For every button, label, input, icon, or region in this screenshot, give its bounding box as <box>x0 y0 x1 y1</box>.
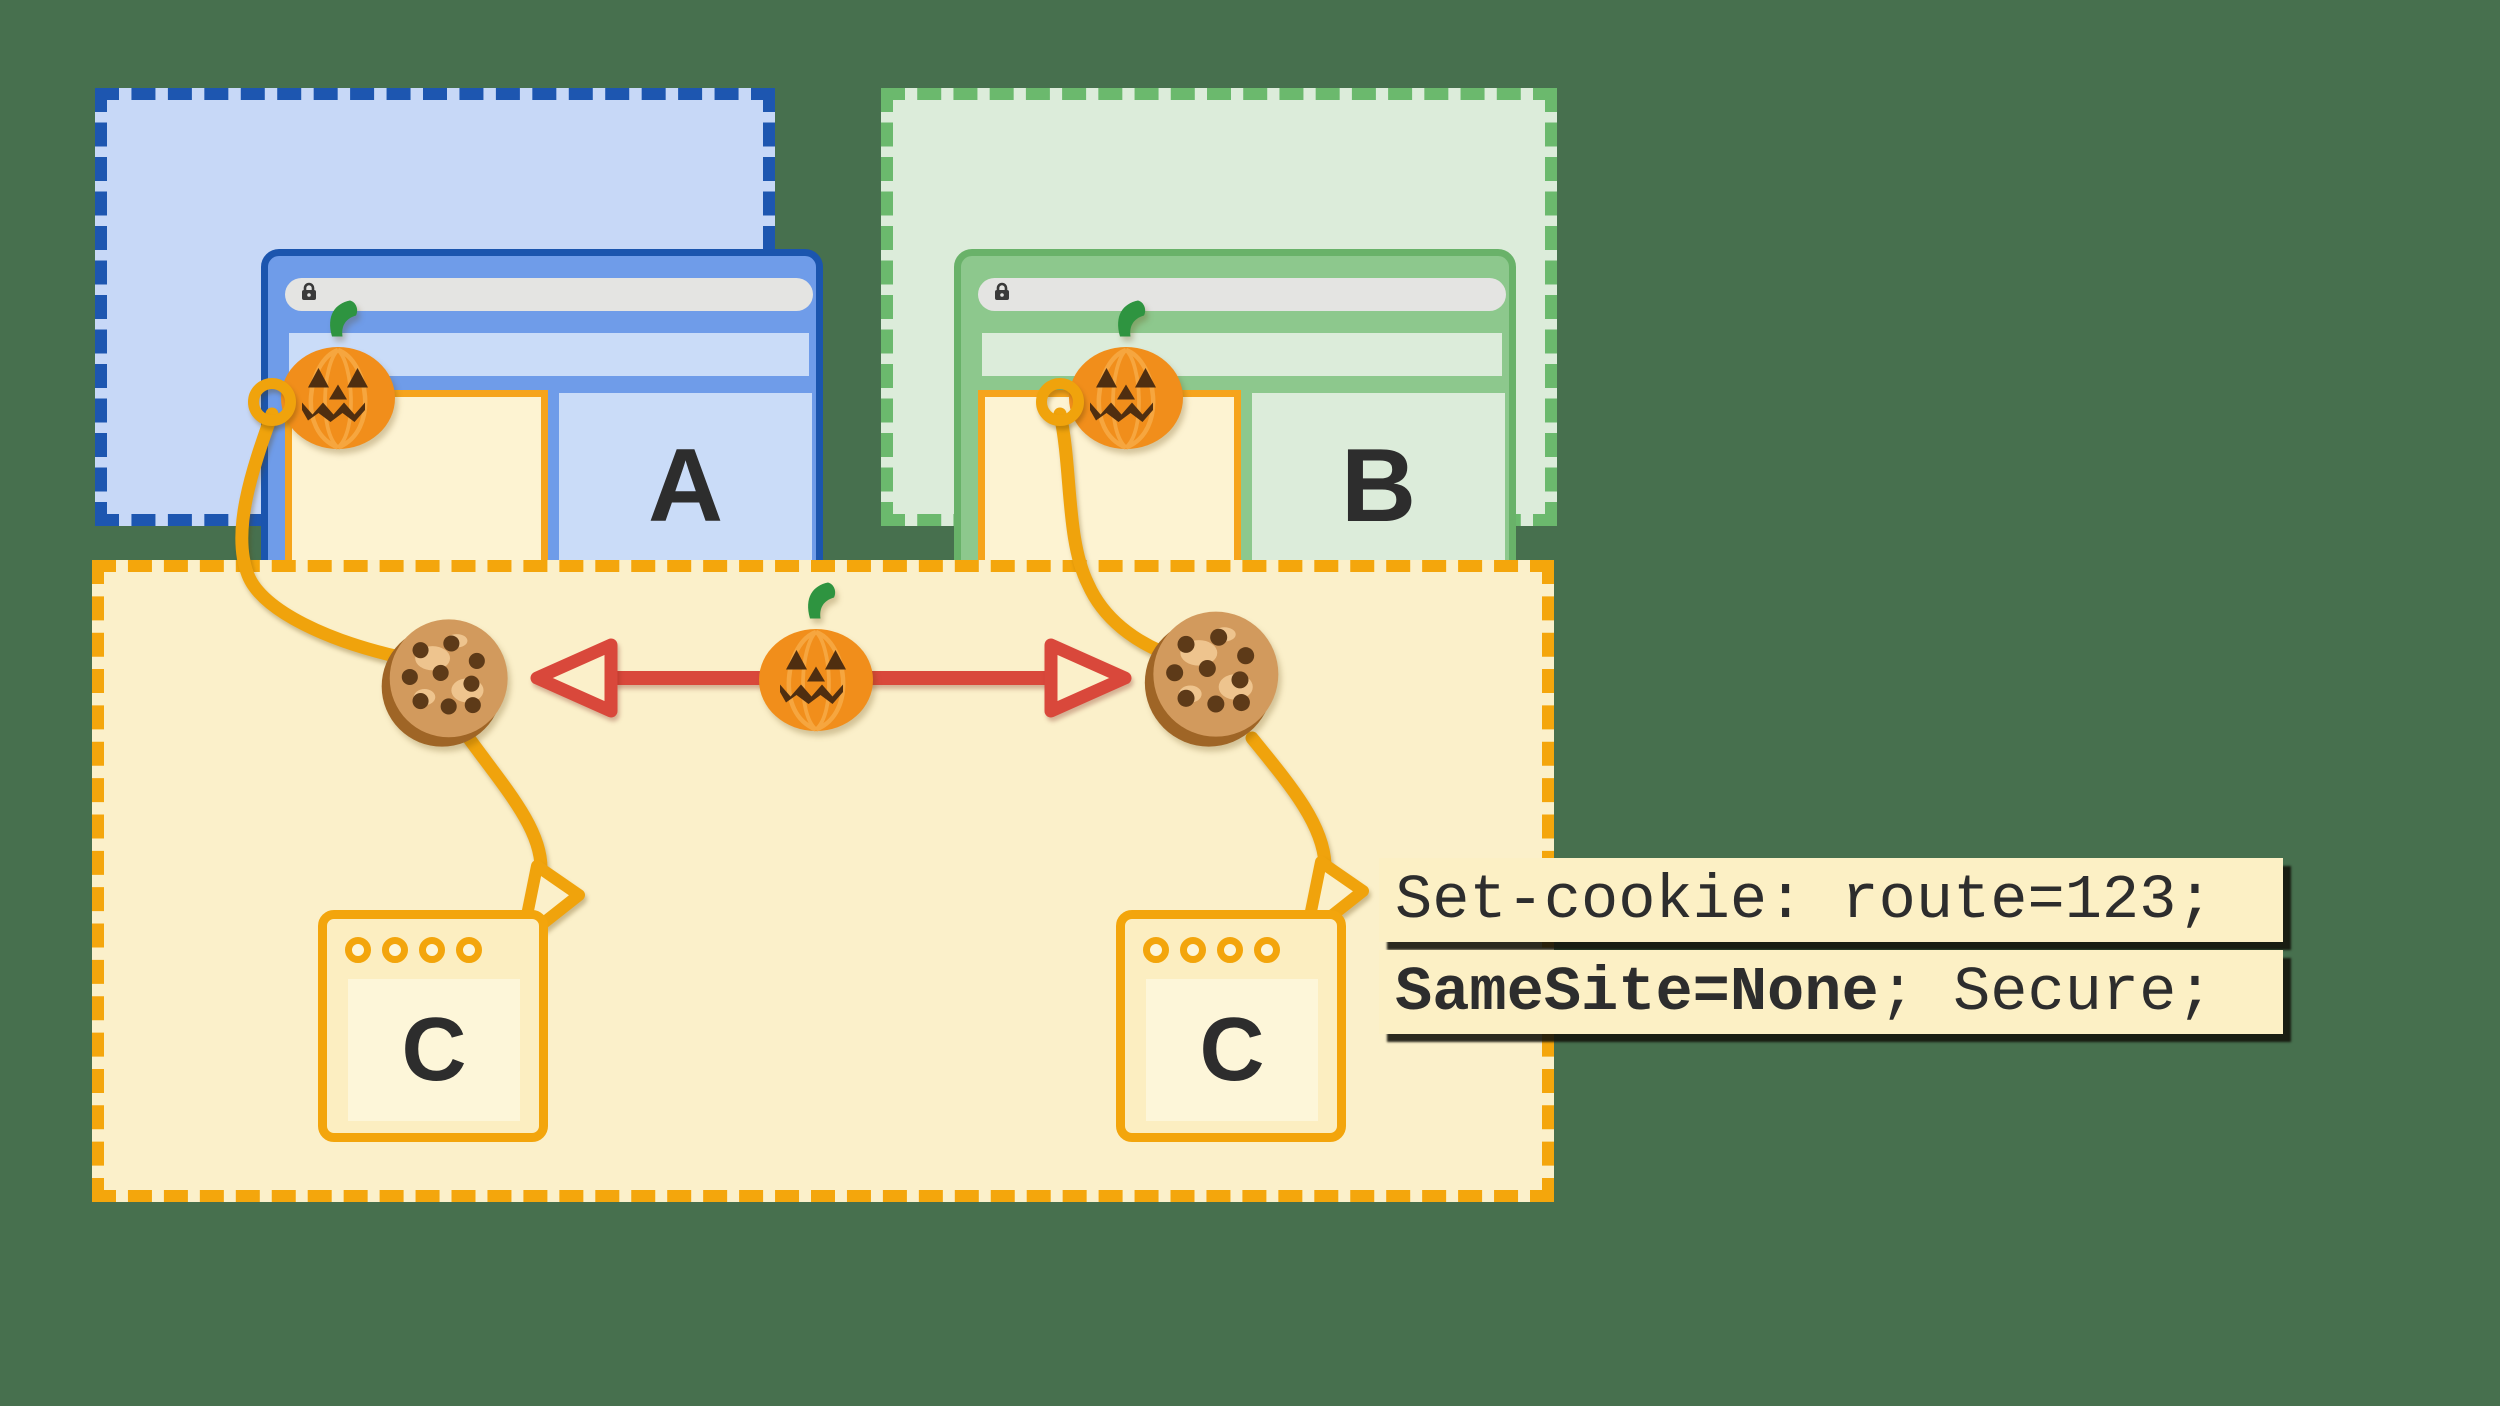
cookie-icon <box>1144 611 1279 747</box>
site-c-window-left: C <box>318 910 548 1142</box>
code-line2-secure: ; Secure; <box>1878 956 2214 1028</box>
pumpkin-icon <box>1051 296 1201 461</box>
pumpkin-icon <box>263 296 413 461</box>
site-c-window-right: C <box>1116 910 1346 1142</box>
pumpkin-icon <box>741 578 891 743</box>
set-cookie-header-line1: Set-cookie: route=123; <box>1379 858 2283 942</box>
site-c-label-right: C <box>1146 979 1318 1121</box>
window-dots <box>1143 937 1280 963</box>
site-a-boundary: A <box>95 88 823 603</box>
code-line2-samesite: SameSite=None <box>1395 956 1879 1028</box>
ring-marker-b <box>1036 378 1084 426</box>
site-b-label: B <box>1252 393 1505 579</box>
site-b-boundary: B <box>881 88 1557 603</box>
cookie-icon <box>381 619 508 747</box>
url-bar-b[interactable] <box>978 278 1506 311</box>
nav-strip-b <box>982 333 1502 376</box>
lock-icon <box>990 280 1014 309</box>
set-cookie-header-line2: SameSite=None; Secure; <box>1379 950 2283 1034</box>
code-line1: Set-cookie: route=123; <box>1395 864 2214 936</box>
site-a-label: A <box>559 393 812 579</box>
url-bar-a[interactable] <box>285 278 813 311</box>
browser-window-b: B <box>954 249 1516 603</box>
ring-marker-a <box>248 378 296 426</box>
site-c-label-left: C <box>348 979 520 1121</box>
window-dots <box>345 937 482 963</box>
